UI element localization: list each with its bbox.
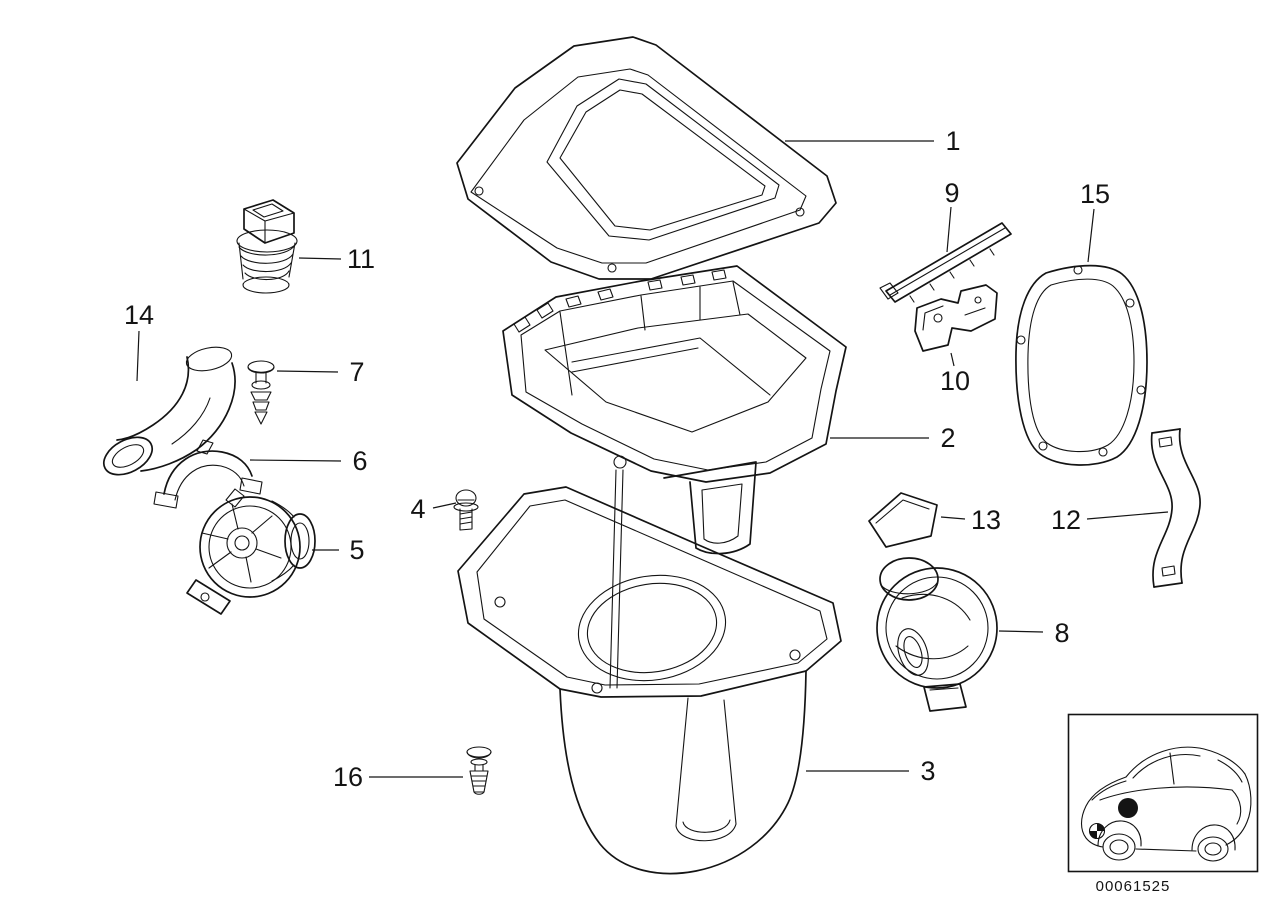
callout-10: 10 — [940, 366, 970, 396]
callout-4: 4 — [410, 494, 425, 524]
car-inset-frame — [1067, 713, 1259, 873]
part-14-air-duct — [102, 346, 236, 476]
part-2-component-carrier — [502, 265, 847, 689]
callout-12: 12 — [1051, 505, 1081, 535]
part-7-expanding-rivet — [247, 360, 275, 425]
callout-7: 7 — [349, 357, 364, 387]
part-11-relay — [236, 199, 298, 294]
diagram-number: 00061525 — [1096, 878, 1171, 895]
car-inset — [1067, 713, 1259, 873]
callout-9: 9 — [944, 178, 959, 208]
callout-15: 15 — [1080, 179, 1110, 209]
callout-13: 13 — [971, 505, 1001, 535]
leader-line-9 — [946, 206, 952, 253]
callout-6: 6 — [352, 446, 367, 476]
callout-3: 3 — [920, 756, 935, 786]
part-location-dot — [1118, 798, 1138, 818]
leader-line-4 — [432, 502, 457, 509]
callout-2: 2 — [940, 423, 955, 453]
part-16-plug-rivet — [466, 746, 492, 795]
callout-1: 1 — [945, 126, 960, 156]
car-rear-view-icon — [1080, 746, 1252, 862]
leader-line-12 — [1086, 511, 1169, 520]
callout-16: 16 — [333, 762, 363, 792]
part-3-lower-housing — [457, 486, 842, 875]
part-4-screw — [453, 489, 479, 531]
callout-8: 8 — [1054, 618, 1069, 648]
leader-line-6 — [249, 459, 342, 462]
callout-14: 14 — [124, 300, 154, 330]
bmw-roundel-icon — [1088, 822, 1106, 840]
leader-line-8 — [998, 630, 1044, 633]
callout-5: 5 — [349, 535, 364, 565]
leader-line-10 — [950, 352, 955, 367]
leader-line-14 — [136, 330, 140, 382]
part-6-clamp — [153, 439, 263, 509]
part-5-blower — [186, 488, 316, 615]
part-10-bracket — [914, 284, 998, 352]
part-13-cover-flap — [868, 492, 938, 548]
part-9-rail — [879, 222, 1012, 303]
part-1-top-cover — [456, 36, 837, 280]
callout-11: 11 — [347, 244, 375, 274]
leader-line-13 — [940, 516, 966, 520]
part-15-gasket-frame — [1015, 264, 1148, 466]
leader-line-15 — [1087, 208, 1095, 263]
leader-lines — [136, 140, 1169, 778]
leader-line-11 — [298, 257, 342, 260]
part-12-strap — [1150, 428, 1201, 588]
part-8-blower-motor — [876, 557, 998, 712]
callout-labels: 1 2 3 4 5 6 7 8 9 10 11 12 13 14 15 16 — [124, 126, 1110, 792]
leader-line-7 — [276, 370, 339, 373]
